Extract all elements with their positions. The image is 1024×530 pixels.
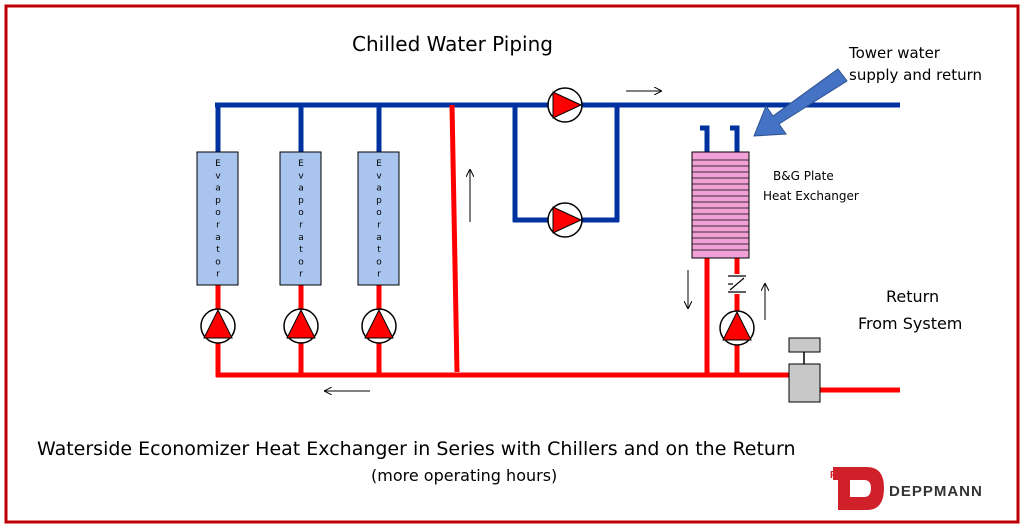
evaporator-letter: v [298, 171, 304, 181]
evaporator-letter: t [216, 245, 220, 255]
evaporator-letter: o [376, 257, 382, 267]
chiller-pump-2 [283, 308, 319, 344]
frame-border [4, 4, 1020, 524]
check-valve [727, 274, 747, 294]
secondary-pump-lower [547, 202, 583, 238]
tower-label-line2: supply and return [849, 66, 982, 84]
hx-label-line1: B&G Plate [773, 169, 834, 183]
caption: Waterside Economizer Heat Exchanger in S… [37, 438, 796, 460]
evaporator-letter: t [299, 245, 303, 255]
chiller-pump-1 [200, 308, 236, 344]
flow-arrows [325, 91, 765, 391]
tower-callout-arrow-icon [753, 68, 848, 137]
evaporator-letter: a [215, 184, 221, 194]
evaporator-letter: o [298, 208, 304, 218]
evaporator-letter: p [298, 196, 304, 206]
evaporator-letter: a [376, 233, 382, 243]
evaporator-letter: r [299, 270, 303, 280]
plate-heat-exchanger [691, 151, 750, 259]
evaporator-letter: v [215, 171, 221, 181]
evaporator-letter: E [298, 159, 304, 169]
evaporator-letter: p [376, 196, 382, 206]
evaporator-letter: o [376, 208, 382, 218]
evaporator-letter: a [298, 184, 304, 194]
logo-monogram: RL [830, 470, 843, 481]
subcaption: (more operating hours) [371, 466, 557, 485]
evaporator-letter: o [215, 257, 221, 267]
evaporator-letter: a [376, 184, 382, 194]
evaporator-letter: o [298, 257, 304, 267]
hx-pump [719, 310, 755, 346]
evaporator-letter: r [216, 221, 220, 231]
evaporator-letter: r [377, 270, 381, 280]
logo-text: DEPPMANN [889, 483, 983, 500]
evaporator-letter: E [376, 159, 382, 169]
tower-label-line1: Tower water [848, 44, 941, 62]
evaporator-letter: r [299, 221, 303, 231]
evaporator-letter: o [215, 208, 221, 218]
evaporator-letter: p [215, 196, 221, 206]
evaporator-letter: v [376, 171, 382, 181]
return-label-line1: Return [886, 287, 939, 306]
evaporator-letter: E [215, 159, 221, 169]
return-label-line2: From System [858, 314, 962, 333]
control-valve [788, 337, 821, 403]
hx-label-line2: Heat Exchanger [763, 189, 859, 203]
evaporator-letter: t [377, 245, 381, 255]
evaporator-letter: a [298, 233, 304, 243]
evaporator-letter: a [215, 233, 221, 243]
evaporator-letter: r [377, 221, 381, 231]
diagram-title: Chilled Water Piping [352, 32, 553, 56]
chiller-pump-3 [361, 308, 397, 344]
secondary-pump-upper [547, 87, 583, 123]
evaporator-letter: r [216, 270, 220, 280]
deppmann-logo: RL DEPPMANN [830, 467, 983, 510]
